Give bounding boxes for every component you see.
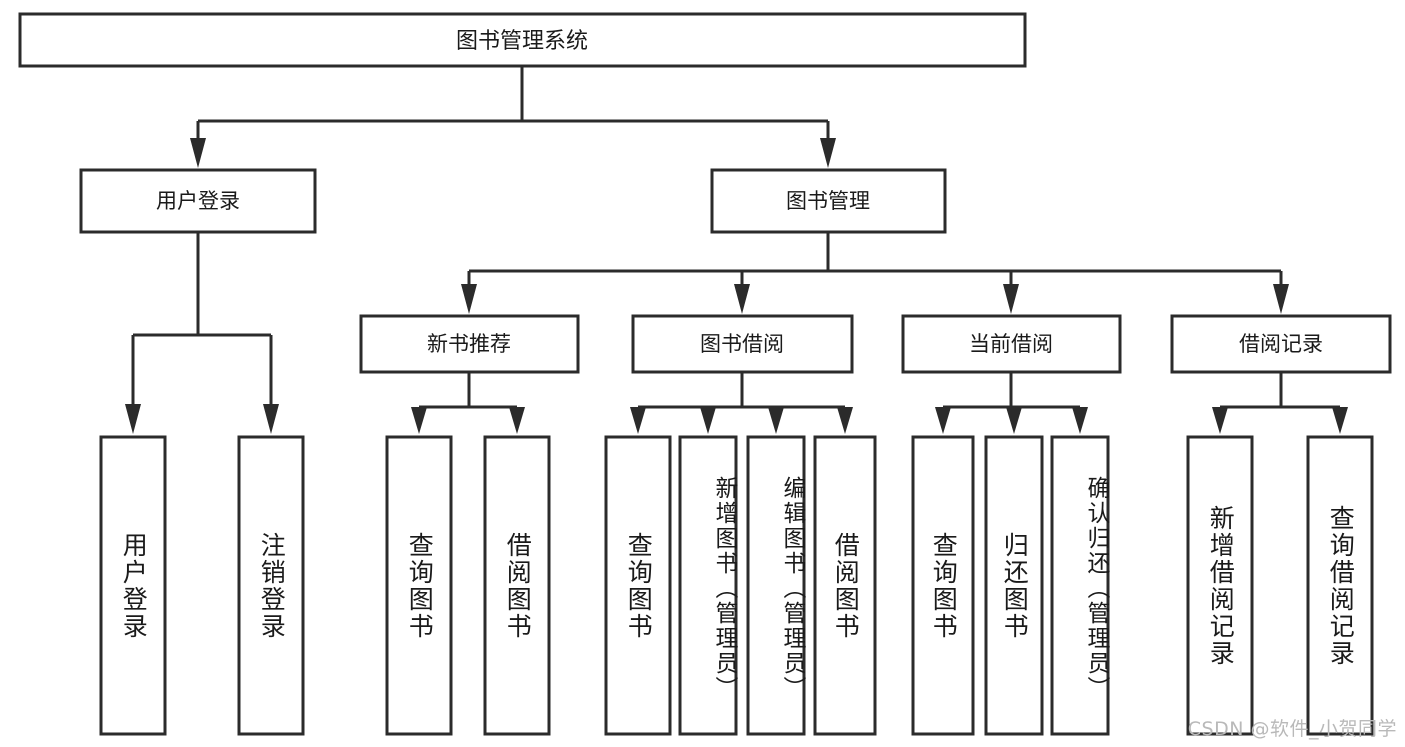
connector-root-to-level2 <box>190 66 836 168</box>
current-borrow-label: 当前借阅 <box>969 332 1053 356</box>
arrow-to-leaf-confirm-return <box>1072 407 1088 434</box>
node-book-management[interactable]: 图书管理 <box>710 168 947 234</box>
arrow-to-user-login <box>190 138 206 168</box>
connector-current-borrow-to-leaves <box>935 372 1088 434</box>
connector-borrow-record-to-leaves <box>1212 372 1348 434</box>
arrow-to-book-mgmt <box>820 138 836 168</box>
node-new-book-recommend[interactable]: 新书推荐 <box>359 314 580 374</box>
leaf-box-query-record[interactable] <box>1306 435 1374 736</box>
leaf-box-query-book-c[interactable] <box>911 435 975 736</box>
user-login-label: 用户登录 <box>156 189 240 213</box>
arrow-to-leaf-user-login <box>125 404 141 434</box>
arrow-to-leaf-query-book-a <box>411 407 427 434</box>
borrow-record-label: 借阅记录 <box>1239 332 1323 356</box>
leaf-box-query-book-b[interactable] <box>604 435 672 736</box>
arrow-to-leaf-edit-book <box>768 407 784 434</box>
leaf-box-add-record[interactable] <box>1186 435 1254 736</box>
leaf-box-logout[interactable] <box>237 435 305 736</box>
connector-user-login-to-leaves <box>125 232 279 434</box>
arrow-to-leaf-query-book-c <box>935 407 951 434</box>
node-root[interactable]: 图书管理系统 <box>18 12 1027 68</box>
new-book-recommend-label: 新书推荐 <box>427 332 511 356</box>
leaf-box-query-book-a[interactable] <box>385 435 453 736</box>
leaf-box-user-login[interactable] <box>99 435 167 736</box>
root-label: 图书管理系统 <box>456 29 588 54</box>
new-book-recommend-box[interactable] <box>359 314 580 374</box>
arrow-to-leaf-add-book <box>700 407 716 434</box>
arrow-to-book-borrow <box>734 284 750 314</box>
arrow-to-leaf-logout <box>263 404 279 434</box>
leaf-box-edit-book[interactable] <box>746 435 806 736</box>
connector-new-book-recommend-to-leaves <box>411 372 525 434</box>
connector-book-mgmt-to-level3 <box>461 232 1289 314</box>
arrow-to-leaf-borrow-book-b <box>837 407 853 434</box>
book-borrow-label: 图书借阅 <box>700 332 784 356</box>
leaf-box-borrow-book-b[interactable] <box>813 435 877 736</box>
node-current-borrow[interactable]: 当前借阅 <box>901 314 1122 374</box>
node-user-login[interactable]: 用户登录 <box>79 168 317 234</box>
arrow-to-leaf-borrow-book-a <box>509 407 525 434</box>
leaf-box-confirm-return[interactable] <box>1050 435 1110 736</box>
connector-book-borrow-to-leaves <box>630 372 853 434</box>
node-borrow-record[interactable]: 借阅记录 <box>1170 314 1392 374</box>
csdn-watermark: CSDN @软件_小贺同学 <box>1187 718 1397 740</box>
current-borrow-box[interactable] <box>901 314 1122 374</box>
arrow-to-borrow-record <box>1273 284 1289 314</box>
arrow-to-leaf-add-record <box>1212 407 1228 434</box>
arrow-to-current-borrow <box>1003 284 1019 314</box>
root-box[interactable] <box>18 12 1027 68</box>
leaf-box-borrow-book-a[interactable] <box>483 435 551 736</box>
arrow-to-leaf-return-book <box>1006 407 1022 434</box>
user-login-box[interactable] <box>79 168 317 234</box>
node-book-borrow[interactable]: 图书借阅 <box>631 314 854 374</box>
arrow-to-new-book-rec <box>461 284 477 314</box>
book-management-label: 图书管理 <box>786 189 870 213</box>
leaf-box-add-book[interactable] <box>678 435 738 736</box>
arrow-to-leaf-query-book-b <box>630 407 646 434</box>
leaf-box-return-book[interactable] <box>984 435 1044 736</box>
arrow-to-leaf-query-record <box>1332 407 1348 434</box>
